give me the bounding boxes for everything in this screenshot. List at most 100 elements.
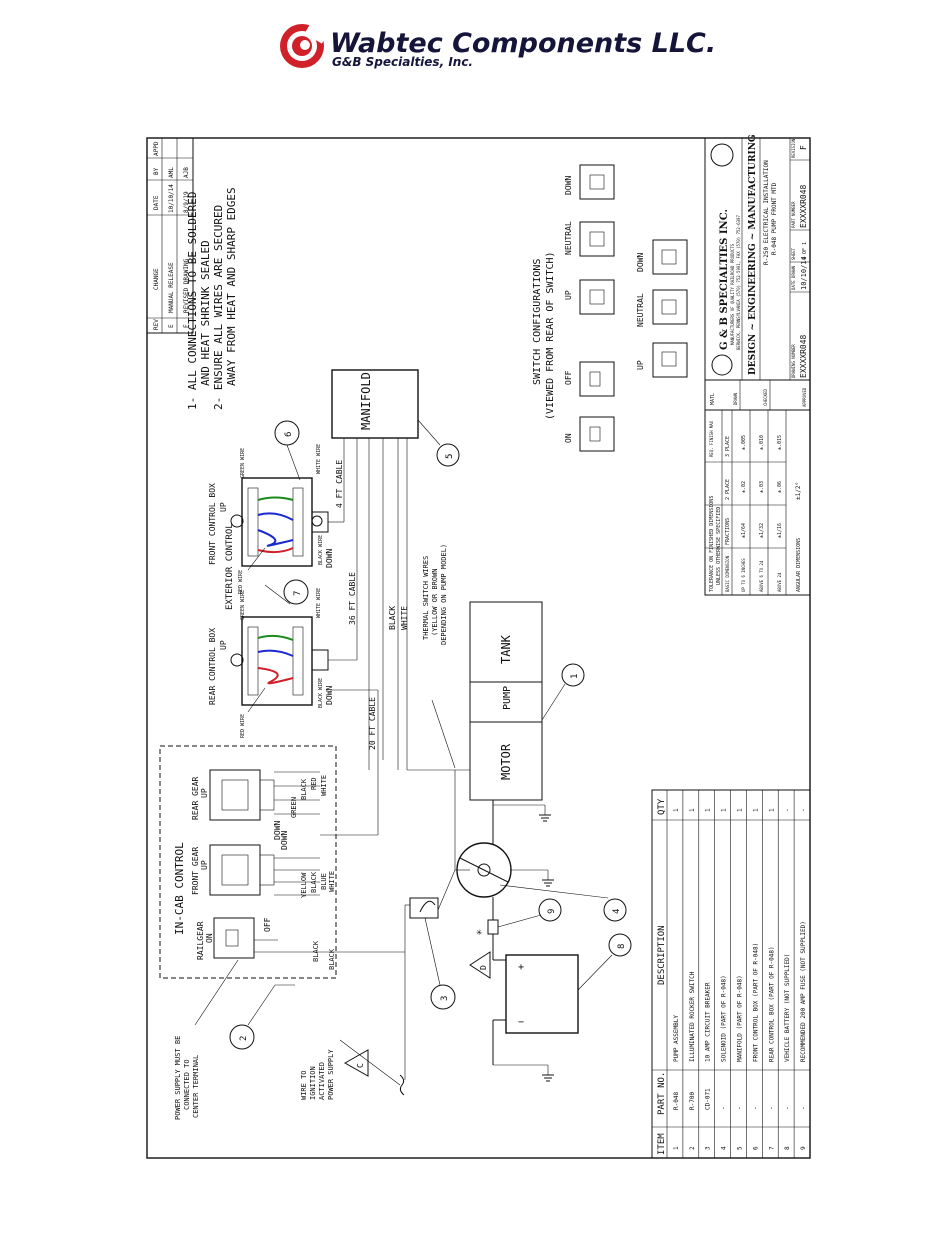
cable-36ft-label: 36 FT CABLE [348,572,357,625]
by-header: BY [153,167,160,175]
switch-config-row2 [652,239,688,378]
tol-r1-0: UP TO 6 INCHES [741,558,746,592]
cfg-down: DOWN [564,176,573,195]
bom-cell-r4-c0: 4 [721,1146,728,1150]
bom-cell-r9-c2: RECOMMENDED 200 AMP FUSE (NOT SUPPLIED) [800,921,807,1062]
tol-r2-1: ±1/32 [759,523,765,538]
ignition-note-4: POWER SUPPLY [327,1049,335,1100]
in-cab-title: IN-CAB CONTROL [173,842,186,935]
solenoid [456,840,512,920]
bom-cell-r6-c3: 1 [752,808,759,812]
bom-cell-r5-c1: - [737,1106,744,1110]
rev-row2-by: AJB [183,167,190,178]
callout-9: 9 [497,898,562,928]
incab-green: GREEN [290,797,298,818]
tol-finish: REQ. FINISH MAX [709,420,714,457]
tb-desc-1: R-250 ELECTRICAL INSTALLATION [763,160,770,265]
rear-gear-switch [209,769,320,821]
cfg-on: ON [564,433,573,443]
cable-20ft-label: 20 FT CABLE [368,697,377,750]
revision-block: REV CHANGE DATE BY APPD E MANUAL RELEASE… [146,137,194,334]
tol-angular-val: ±1/2° [795,482,802,500]
bill-of-materials [651,789,811,1159]
railgear-switch [213,917,296,959]
svg-text:4: 4 [612,909,622,914]
tol-basic: BASIC DIMENSION [725,555,730,592]
tol-title-1: TOLERANCE ON FINISHED DIMENSIONS [709,496,715,592]
callout-8: 8 [577,933,632,991]
bom-cell-r8-c3: - [784,808,791,812]
tb-part-label: PART NUMBER [791,201,796,228]
svg-text:9: 9 [547,909,557,914]
rear-gear-down: DOWN [273,821,282,840]
rear-gear-up: UP [200,788,209,798]
tol-r3-3: ±.015 [777,435,783,450]
front-green-wire: GREEN WIRE [240,448,246,478]
tol-r2-3: ±.010 [759,435,765,450]
svg-text:C: C [356,1063,365,1068]
rev-row2-rev: F [183,324,190,328]
ignition-note-2: IGNITION [309,1066,317,1100]
thermal-label-3: DEPENDING ON PUMP MODEL) [440,544,448,645]
callout-1: 1 [541,663,585,721]
ignition-note-3: ACTIVATED [318,1062,326,1100]
rev-row1-by: AML [168,167,175,178]
bom-cell-r8-c2: VEHICLE BATTERY (NOT SUPPLIED) [784,954,791,1062]
cfg2-neutral: NEUTRAL [636,293,645,327]
svg-text:5: 5 [445,454,455,459]
general-notes: 1- ALL CONNECTIONS TO BE SOLDERED AND HE… [186,187,238,410]
page-header: Wabtec Components LLC. G&B Specialties, … [0,0,950,100]
incab-white-2: WHITE [320,775,328,796]
svg-text:3: 3 [440,996,450,1001]
approved-label: APPROVED [802,387,807,407]
cfg-up: UP [564,290,573,300]
tb-rev-label: REVISION [791,138,796,158]
svg-text:8: 8 [617,944,627,949]
rev-row1-change: MANUAL RELEASE [168,262,175,313]
incab-black-out: BLACK [312,940,320,962]
bom-cell-r5-c0: 5 [737,1146,744,1150]
cfg2-up: UP [636,360,645,370]
front-up-label: UP [219,502,228,512]
bom-cell-r7-c1: - [768,1106,775,1110]
thermal-label-2: (YELLOW OR BROWN [431,569,439,636]
svg-text:2: 2 [239,1036,249,1041]
bom-cell-r8-c0: 8 [784,1146,791,1150]
manifold: MANIFOLD [331,369,419,439]
incab-red: RED [310,777,318,790]
bom-cell-r3-c2: 10 AMP CIRCUIT BREAKER [705,982,712,1062]
cfg2-down: DOWN [636,253,645,272]
front-gear-label: FRONT GEAR [191,847,200,895]
tol-r2-2: ±.03 [759,481,765,493]
tol-r1-3: ±.005 [741,435,747,450]
cable-4ft-label: 4 FT CABLE [335,460,344,508]
rev-row1-date: 10/10/14 [168,184,175,213]
incab-white-1: WHITE [328,871,336,892]
railgear-on-label: ON [205,933,214,943]
incab-black-out-2: BLACK [328,948,336,970]
vehicle-battery: + − [492,954,579,1082]
bom-cell-r2-c2: ILLUMINATED ROCKER SWITCH [689,971,696,1062]
tol-r3-0: ABOVE 24 [777,572,782,592]
rear-control-box-label: REAR CONTROL BOX [208,628,217,705]
rear-gear-label: REAR GEAR [191,776,200,820]
manifold-white-label: WHITE [400,606,409,630]
incab-blue: BLUE [320,873,328,890]
bom-cell-r5-c2: MANIFOLD (PART OF R-048) [737,975,744,1062]
tol-r3-1: ±1/16 [777,523,783,538]
note-1b: AND HEAT SHRINK SEALED [199,240,212,386]
rev-row1-rev: E [168,324,175,328]
battery-plus: + [518,962,524,973]
matl-label: MATL [710,393,716,405]
bom-cell-r4-c3: 1 [721,808,728,812]
tb-part: EXXXXR048 [799,184,808,228]
tb-rev: F [799,145,808,150]
bom-part-header: PART NO. [657,1072,667,1115]
bom-cell-r1-c0: 1 [673,1146,680,1150]
bom-cell-r3-c0: 3 [705,1146,712,1150]
in-cab-control-box [159,745,337,979]
rear-up-label: UP [219,640,228,650]
tb-company: G & B SPECIALTIES INC. [719,209,730,350]
switch-config-title: SWITCH CONFIGURATIONS [532,259,543,385]
